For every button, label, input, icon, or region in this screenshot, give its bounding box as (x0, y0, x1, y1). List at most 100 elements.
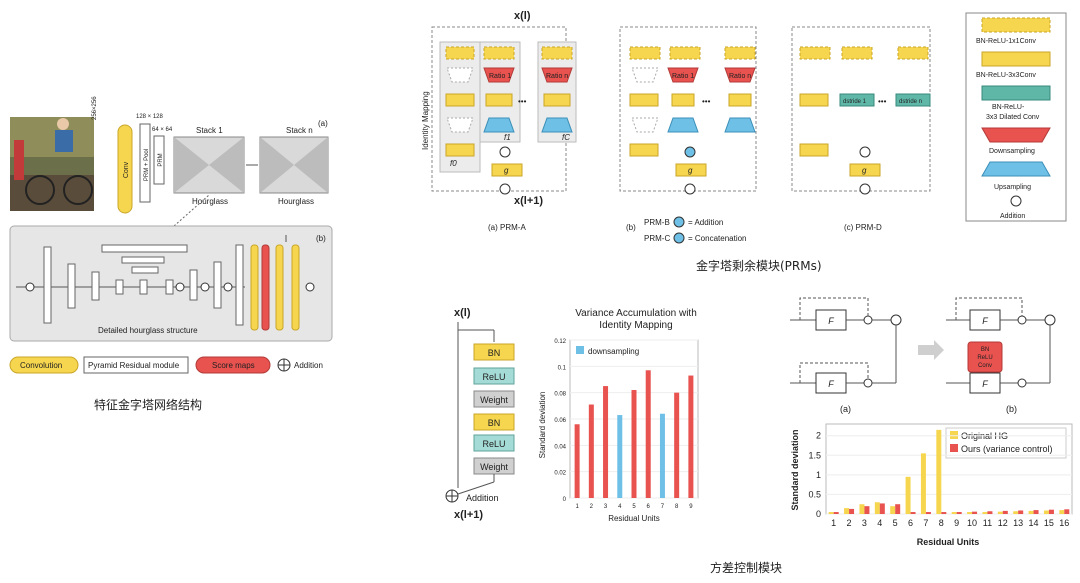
chart2-xtick: 13 (1013, 518, 1023, 528)
legend-convolution-label: Convolution (20, 361, 62, 370)
chart2-bar-0 (890, 506, 896, 514)
conv-block (117, 124, 133, 214)
chart2-xtick: 16 (1059, 518, 1069, 528)
chart2-xtick: 7 (923, 518, 928, 528)
chart2-ytick: 2 (816, 431, 821, 441)
legend-score (195, 356, 271, 374)
chart1-ylabel: Standard deviation (538, 392, 547, 459)
chart2-xlabel: Residual Units (917, 537, 980, 547)
chart2-bar-0 (844, 508, 850, 514)
chart2-xtick: 10 (967, 518, 977, 528)
chart1-bar (617, 415, 623, 498)
chart1-ytick: 0.1 (558, 365, 567, 371)
chart1-ytick: 0 (563, 497, 567, 503)
relu-label: ReLU (977, 355, 992, 361)
legend-down: Downsampling (989, 148, 1035, 155)
residual-addition: Addition (466, 493, 499, 503)
var-panel-b: (b) (1006, 404, 1017, 414)
panel-a-label: (a) (318, 119, 328, 128)
chart2-bar-1 (1002, 510, 1008, 514)
legend-up: Upsampling (994, 184, 1031, 191)
chart2-bar-1 (833, 512, 839, 514)
chart1-xtick: 3 (604, 504, 608, 510)
chart2-bar-0 (828, 512, 834, 514)
chart2-bar-1 (1018, 510, 1024, 514)
res-block-3-label: BN (488, 418, 501, 428)
prm-label: PRM (158, 153, 164, 166)
chart2-bar-1 (849, 508, 855, 514)
chart2-bar-1 (1064, 509, 1070, 514)
chart1-bar (645, 370, 651, 498)
residual-diagram: x(l) BN ReLU Weight BN ReLU Weight Addit… (445, 307, 515, 521)
chart2-bar-1 (879, 503, 885, 514)
chart1-xtick: 9 (689, 504, 693, 510)
chart1-xlabel: Residual Units (608, 514, 660, 523)
legend-dilated1: BN-ReLU- (992, 104, 1025, 111)
chart2-bar-0 (1013, 511, 1019, 514)
chart2-xtick: 3 (862, 518, 867, 528)
chart1-ytick: 0.04 (554, 444, 566, 450)
prm-legend-box (965, 12, 1067, 222)
prmc-label: PRM-C (644, 234, 670, 243)
ration-a: Ratio n (546, 73, 568, 80)
chart2-xtick: 4 (877, 518, 882, 528)
legend-dilated2: 3x3 Dilated Conv (986, 114, 1040, 121)
chart2-bar-1 (1048, 509, 1054, 514)
stack1-label: Stack 1 (196, 126, 223, 135)
res-block-5-label: Weight (480, 462, 508, 472)
res-block-4-label: ReLU (482, 439, 505, 449)
chart2-xtick: 8 (939, 518, 944, 528)
chart2-legend-1: Ours (variance control) (961, 444, 1053, 454)
chart2-xtick: 11 (983, 518, 992, 528)
legend-convolution (9, 356, 79, 374)
chart2-bar-1 (910, 512, 916, 514)
prmb-label: PRM-B (644, 218, 670, 227)
func-3-label: F (982, 316, 988, 326)
chart1-xtick: 1 (575, 504, 579, 510)
chart1-legend-swatch (576, 346, 584, 354)
identity-mapping-label: Identity Mapping (421, 91, 430, 150)
chart2-bar-1 (1033, 510, 1039, 514)
variance-bar-chart: Variance Accumulation with Identity Mapp… (538, 308, 699, 523)
chart2-bar-1 (925, 512, 931, 514)
chart2-bar-1 (895, 504, 901, 514)
func-4-label: F (982, 379, 988, 389)
variance-control-panel: F F (a) F BN ReLU Conv F (b) (790, 297, 1056, 414)
legend-bn3x3: BN-ReLU-3x3Conv (976, 72, 1036, 79)
chart1-bar (588, 404, 594, 498)
chart1-bar (688, 375, 694, 498)
chart1-bar (674, 392, 680, 498)
chart2-ytick: 1.5 (808, 450, 821, 460)
conv-label: Conv (123, 161, 130, 178)
res-block-0-label: BN (488, 348, 501, 358)
left-caption: 特征金字塔网络结构 (94, 397, 202, 412)
chart2-bar-1 (972, 511, 978, 514)
g-label-a: g (504, 166, 509, 175)
chart2-ytick: 0.5 (808, 489, 821, 499)
legend-bn1x1: BN-ReLU-1x1Conv (976, 38, 1036, 45)
prm-pool-label: PRM + Pool (144, 149, 150, 181)
chart2-bar-0 (874, 502, 880, 514)
res-block-1 (473, 367, 515, 385)
chart1-xtick: 5 (632, 504, 636, 510)
std-dev-bar-chart: Original HG Ours (variance control) Stan… (790, 423, 1073, 547)
dots-a: ••• (518, 97, 527, 106)
chart1-ytick: 0.06 (554, 418, 566, 424)
chart1-legend-label: downsampling (588, 347, 639, 356)
size-128-label: 128 × 128 (136, 114, 164, 120)
prm-a-xin: x(l) (514, 10, 531, 22)
prm-block (153, 135, 165, 185)
chart2-ytick: 0 (816, 509, 821, 519)
chart2-legend (945, 427, 1067, 459)
chart2-bar-0 (905, 476, 911, 514)
chart2-xtick: 15 (1044, 518, 1054, 528)
chart2-bar-0 (1059, 510, 1065, 514)
chart2-bar-1 (864, 506, 870, 514)
prm-a-xout: x(l+1) (514, 195, 543, 207)
conv-label-b: Conv (978, 363, 992, 369)
arrow-right-icon (918, 340, 944, 360)
chart1-xtick: 4 (618, 504, 622, 510)
ration-b: Ratio n (729, 73, 751, 80)
chart2-xtick: 5 (893, 518, 898, 528)
chart1-ytick: 0.12 (554, 339, 566, 345)
